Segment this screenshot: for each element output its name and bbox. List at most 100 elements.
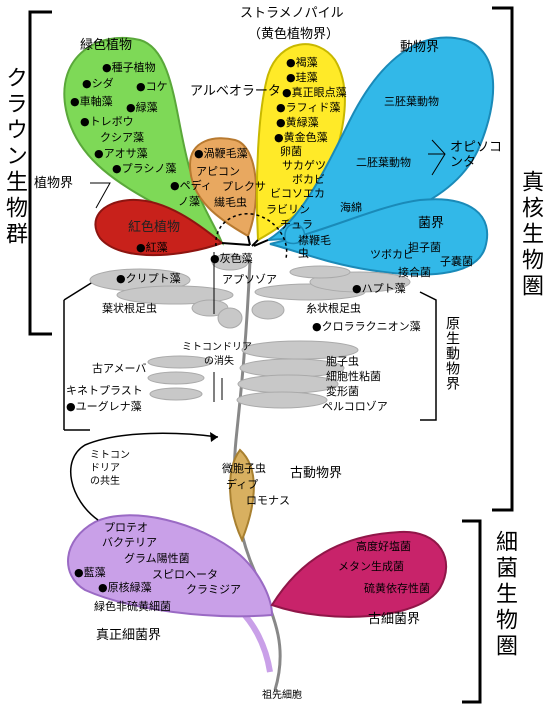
item-dinoflagellate: ●渦鞭毛藻 (194, 147, 248, 160)
alveolata-header: アルベオラータ (190, 84, 281, 99)
eukaryote-bracket (492, 6, 514, 512)
item-chytrid: ツボカビ (370, 248, 414, 261)
item-trebouxia: ●トレボウ (80, 115, 134, 128)
item-apicomplexa-1: アピコン (196, 165, 240, 178)
eukaryote-label: 真核生物圏 (518, 170, 543, 300)
item-prasinophyte: ●プラシノ藻 (112, 162, 177, 175)
item-eustigmatophyte: ●真正眼点藻 (282, 86, 347, 99)
item-red-algae: ●紅藻 (136, 241, 168, 254)
ancestor-label: 祖先細胞 (262, 690, 302, 701)
animal-title: 動物界 (400, 40, 440, 55)
item-apicomplexa-2: プレクサ (222, 180, 266, 193)
item-green-algae: ●緑藻 (126, 101, 158, 114)
item-diplomonad-2: ロモナス (246, 494, 290, 507)
item-proteobacteria-2: バクテリア (102, 536, 157, 549)
alveolata-leaf (188, 137, 258, 238)
item-cyanobacteria: ●藍藻 (74, 566, 106, 579)
item-haptophyte: ●ハプト藻 (352, 282, 406, 295)
archezoa-label: 古動物界 (290, 466, 343, 481)
item-kinetoplast: キネトプラスト (66, 384, 143, 397)
item-euglena: ●ユーグレナ藻 (66, 400, 142, 413)
protist-right-line (419, 291, 437, 421)
red-algae-leaf (94, 198, 225, 257)
item-pedino: ●ペディ (170, 179, 212, 192)
item-zygomycete: 接合菌 (398, 266, 431, 279)
item-gram-positive: グラム陽性菌 (124, 552, 190, 565)
item-cryptophyte: ●クリプト藻 (116, 272, 181, 285)
item-sporozoa: 胞子虫 (326, 355, 359, 368)
item-spirochete: スピロヘータ (152, 568, 218, 581)
item-ulva: ●アオサ藻 (94, 147, 148, 160)
item-slime-mold: 細胞性粘菌 (326, 370, 381, 383)
item-plasmodial: 変形菌 (326, 385, 359, 398)
item-chlorarachnion: ●クロララクニオン藻 (312, 320, 421, 333)
item-lobose: 葉状根足虫 (102, 302, 157, 315)
fungi-title: 菌界 (418, 216, 445, 231)
item-microsporidia: 微胞子虫 (222, 462, 266, 475)
item-xanthophyte: ●黄緑藻 (276, 116, 319, 129)
choanoflagellate-label: 襟鞭毛虫 (298, 234, 331, 260)
archezoa-leaf (229, 448, 255, 543)
item-apusozoa: アプソゾア (222, 273, 277, 286)
stramenopile-sub: （黄色植物界） (248, 27, 340, 42)
fungi-leaf (269, 198, 489, 276)
item-filose: 糸状根足虫 (306, 302, 361, 315)
item-ascomycete: 子嚢菌 (440, 255, 473, 268)
item-archamoeba: 古アメーバ (92, 362, 147, 375)
item-diploblast: 二胚葉動物 (356, 156, 411, 169)
symbiosis-arrow (70, 432, 219, 521)
item-basidiomycete: 担子菌 (408, 241, 441, 254)
crown-label: クラウン生物群 (2, 66, 27, 248)
item-halophile: 高度好塩菌 (356, 540, 411, 553)
item-brown-algae: ●褐藻 (286, 56, 318, 69)
item-charophyte: ●車軸藻 (70, 95, 113, 108)
opisthokonta-header: オピソコンタ (450, 140, 503, 170)
mito-loss-2: の消失 (204, 356, 234, 367)
item-proteobacteria-1: プロテオ (104, 521, 148, 534)
item-diplomonad-1: ディプ (226, 478, 259, 491)
symbiosis-2: ドリア (90, 463, 120, 474)
item-methanogen: メタン生成菌 (338, 560, 404, 573)
symbiosis-1: ミトコン (90, 450, 130, 461)
green-plant-title: 緑色植物 (80, 38, 133, 53)
item-trebouxia-2: クシア藻 (100, 131, 144, 144)
bacteria-bracket (462, 519, 482, 704)
archaea-leaf (270, 530, 448, 618)
item-triploblast: 三胚葉動物 (384, 95, 439, 108)
stramenopile-header: ストラメノパイル (240, 6, 344, 21)
item-hyphochytrid-2: ボカビ (292, 173, 325, 186)
item-fern: ●シダ (82, 77, 114, 90)
red-algae-title: 紅色植物 (128, 220, 181, 235)
item-oomycete: 卵菌 (280, 145, 302, 158)
bacteria-leaf (67, 514, 274, 618)
item-chrysophyte: ●黄金色藻 (274, 131, 328, 144)
protist-label: 原生動物界 (444, 316, 460, 391)
item-seed-plant: ●種子植物 (102, 61, 156, 74)
item-ciliate: 繊毛虫 (214, 196, 247, 209)
plant-kingdom-label: 植物界 (34, 176, 74, 191)
item-pedino-2: ノ藻 (178, 195, 200, 208)
bacteria-domain-label: 細菌生物圏 (492, 530, 517, 660)
item-bicosoecid: ビコソエカ (270, 187, 325, 200)
item-hyphochytrid-1: サカゲツ (282, 159, 326, 172)
item-diatom: ●珪藻 (286, 71, 318, 84)
item-labyrinthula-2: チュラ (280, 218, 313, 231)
item-prochlorophyte: ●原核緑藻 (98, 581, 152, 594)
item-moss: ●コケ (136, 80, 168, 93)
item-sponge: 海綿 (340, 201, 362, 214)
protist-leaves (89, 253, 411, 409)
item-thermoacidophile: 硫黄依存性菌 (364, 582, 430, 595)
mito-loss-1: ミトコンドリア (182, 342, 252, 353)
crown-bracket (28, 10, 52, 336)
item-raphidophyte: ●ラフィド藻 (276, 101, 341, 114)
item-labyrinthula-1: ラビリン (266, 203, 310, 216)
archaea-label: 古細菌界 (368, 612, 421, 627)
item-glaucophyte: ●灰色藻 (210, 252, 253, 265)
item-green-nonsulfur: 緑色非硫黄細菌 (94, 600, 171, 613)
item-percolozoa: ペルコロゾア (322, 400, 388, 413)
symbiosis-3: の共生 (90, 476, 120, 487)
item-chlamydia: クラミジア (186, 583, 241, 596)
eubacteria-label: 真正細菌界 (96, 628, 162, 643)
